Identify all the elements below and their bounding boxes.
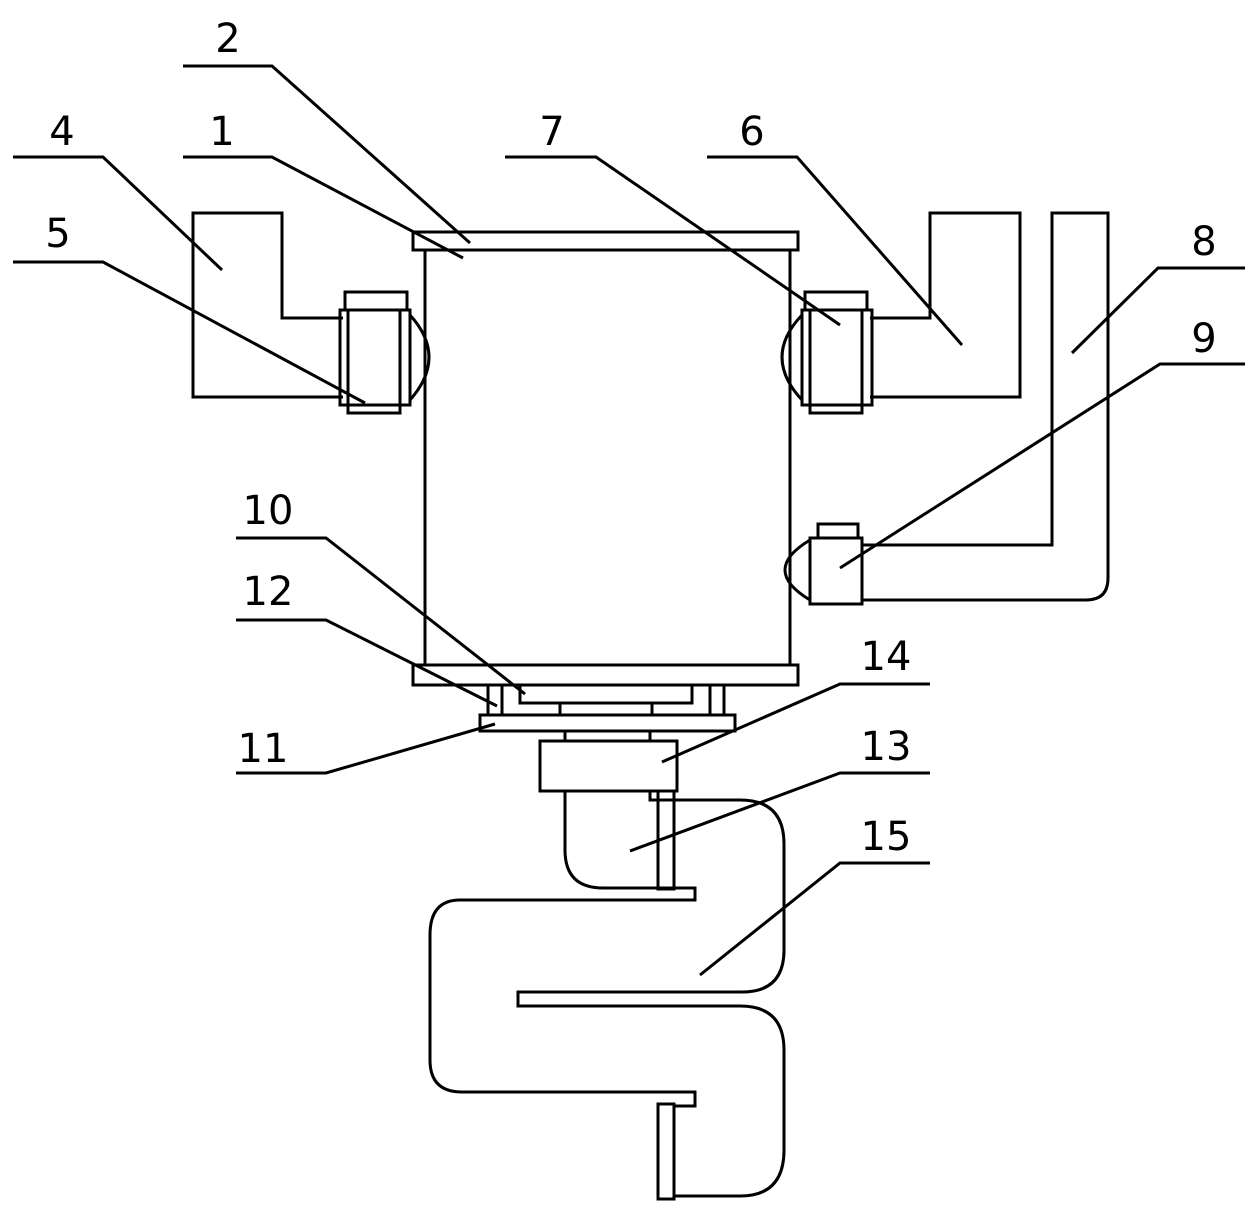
right-inlet-hopper <box>870 211 1022 399</box>
label-8: 8 <box>1191 219 1216 265</box>
bottom-plate <box>411 663 800 687</box>
leader-lines <box>13 64 1245 977</box>
outlet-valve <box>783 522 864 606</box>
label-9: 9 <box>1191 316 1216 362</box>
label-1: 1 <box>209 109 234 155</box>
motor-14 <box>538 729 679 793</box>
s-pipe-15 <box>428 898 697 1201</box>
tank-body <box>423 248 792 667</box>
label-6: 6 <box>739 109 764 155</box>
label-4: 4 <box>49 109 74 155</box>
left-inlet-hopper <box>191 211 343 399</box>
support-posts <box>486 683 726 717</box>
label-14: 14 <box>861 634 912 680</box>
label-15: 15 <box>861 814 912 860</box>
label-11: 11 <box>238 726 289 772</box>
label-2: 2 <box>215 16 240 62</box>
plate-10 <box>518 683 694 705</box>
mount-plate-11 <box>478 701 737 733</box>
top-lid <box>411 230 800 252</box>
label-7: 7 <box>539 109 564 155</box>
left-valve <box>338 290 431 415</box>
label-10: 10 <box>243 488 294 534</box>
label-12: 12 <box>243 569 294 615</box>
right-valve <box>780 290 874 415</box>
label-5: 5 <box>45 211 70 257</box>
right-pipe <box>862 211 1110 602</box>
elbow-pipe-13 <box>460 789 786 1198</box>
label-13: 13 <box>861 724 912 770</box>
